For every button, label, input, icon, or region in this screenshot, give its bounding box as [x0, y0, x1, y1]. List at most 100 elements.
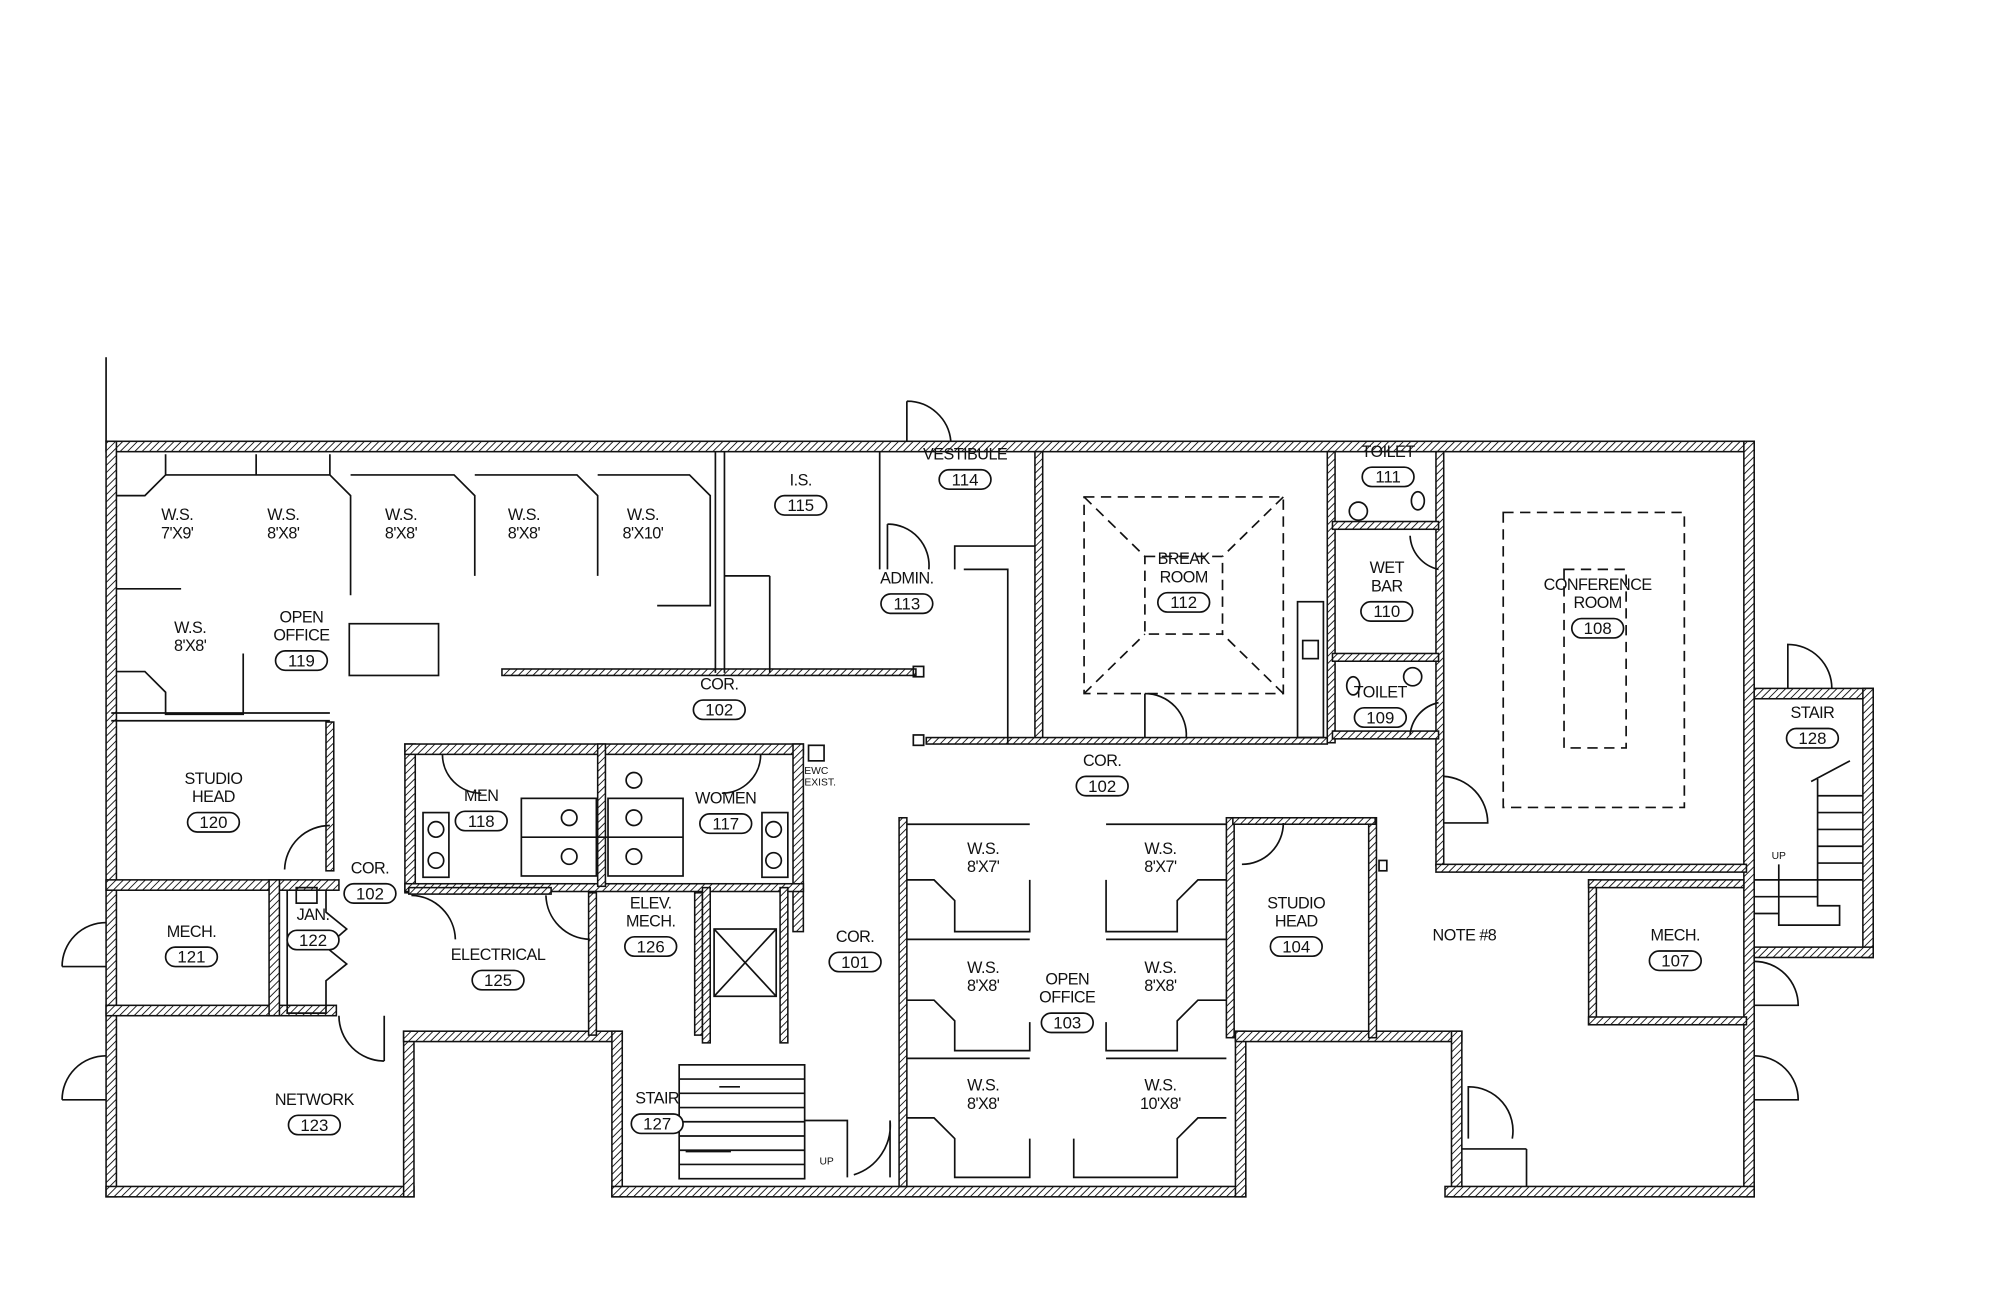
room-number: 120 — [199, 813, 227, 832]
room-number: 111 — [1375, 468, 1401, 487]
exterior-walls — [105, 357, 1874, 1198]
room-name: 8'X8' — [267, 524, 300, 542]
room-name: 8'X7' — [967, 858, 1000, 876]
room-name: STAIR — [635, 1090, 679, 1108]
room-name: 8'X8' — [967, 1095, 1000, 1113]
stair-127-treads — [678, 1064, 849, 1180]
room-number-tag — [1269, 935, 1323, 958]
room-number-tag — [623, 935, 678, 958]
room-label: W.S.10'X8' — [1140, 1077, 1182, 1113]
room-number: 118 — [468, 812, 495, 831]
room-name: W.S. — [1144, 840, 1176, 858]
room-name: NOTE #8 — [1433, 927, 1497, 945]
room-number: 101 — [841, 953, 869, 972]
room-number: 125 — [484, 971, 512, 990]
room-name: OFFICE — [1039, 989, 1096, 1007]
room-name: ROOM — [1574, 594, 1622, 612]
room-number-tag — [454, 810, 508, 832]
room-number-tag — [274, 650, 329, 672]
room-number: 126 — [637, 937, 665, 956]
room-label: W.S.7'X9' — [161, 506, 194, 542]
up-label-stair-128: UP — [1772, 851, 1786, 862]
room-label: W.S.8'X7' — [1144, 840, 1177, 876]
room-number-tag — [692, 699, 746, 721]
room-name: ELECTRICAL — [451, 946, 546, 964]
room-label: W.S.8'X8' — [385, 506, 418, 542]
room-name: COR. — [351, 859, 389, 877]
ewc-label: EWC — [804, 766, 829, 777]
room-number-tag — [1361, 466, 1415, 488]
room-name: 8'X8' — [967, 977, 1000, 995]
room-name: 7'X9' — [161, 524, 194, 542]
room-label: W.S.8'X8' — [267, 506, 300, 542]
room-label: COR.102 — [692, 676, 746, 721]
room-label: W.S.8'X8' — [174, 619, 207, 655]
room-name: NETWORK — [275, 1091, 355, 1109]
room-number-tag — [471, 969, 525, 991]
room-label: W.S.8'X8' — [508, 506, 541, 542]
room-name: 8'X7' — [1144, 858, 1177, 876]
room-number: 107 — [1661, 952, 1689, 971]
room-number-tag — [1785, 727, 1840, 749]
room-label: COR.102 — [1075, 752, 1129, 797]
room-label: I.S.115 — [774, 471, 828, 516]
room-name: W.S. — [967, 1077, 999, 1095]
room-name: HEAD — [192, 788, 235, 806]
room-name: W.S. — [627, 506, 659, 524]
room-number: 109 — [1366, 708, 1394, 727]
room-name: ADMIN. — [880, 570, 933, 588]
room-name: COR. — [836, 928, 874, 946]
room-name: OPEN — [280, 608, 324, 626]
room-label: ELEV.MECH.126 — [623, 894, 678, 958]
room-number: 114 — [952, 470, 979, 489]
room-number-tag — [1360, 600, 1414, 622]
room-number-tag — [1040, 1012, 1094, 1034]
room-number-tag — [1075, 775, 1129, 797]
room-number: 108 — [1584, 619, 1612, 638]
room-name: 10'X8' — [1140, 1095, 1181, 1113]
room-name: HEAD — [1275, 912, 1318, 930]
room-labels: W.S.7'X9'W.S.8'X8'W.S.8'X8'W.S.8'X8'W.S.… — [161, 443, 1840, 1136]
room-label: ELECTRICAL 125 — [451, 946, 546, 991]
room-name: STAIR — [1791, 704, 1835, 722]
room-label: COR. 102 — [343, 859, 397, 904]
room-label: MEN 118 — [454, 787, 508, 832]
room-name: W.S. — [267, 506, 299, 524]
room-label: ADMIN. 113 — [880, 570, 934, 615]
room-number-tag — [880, 593, 934, 615]
room-number: 113 — [893, 594, 920, 613]
room-label: COR. 101 — [828, 928, 882, 973]
room-number: 112 — [1170, 593, 1197, 612]
room-name: WOMEN — [695, 790, 756, 808]
room-name: MECH. — [167, 923, 216, 941]
room-name: I.S. — [790, 471, 812, 489]
room-name: W.S. — [161, 506, 193, 524]
room-label: JAN.122 — [286, 906, 340, 951]
room-number: 102 — [356, 884, 384, 903]
room-name: 8'X8' — [508, 524, 541, 542]
room-name: MEN — [464, 787, 498, 805]
room-number: 117 — [712, 814, 739, 833]
room-label: TOILET 109 — [1353, 683, 1408, 729]
room-name: MECH. — [626, 912, 675, 930]
room-name: ROOM — [1160, 568, 1208, 586]
room-number-tag — [1570, 617, 1625, 639]
room-number-tag — [938, 468, 992, 491]
room-number-tag — [1353, 706, 1408, 729]
room-name: TOILET — [1354, 683, 1408, 701]
room-label: W.S.8'X8' — [967, 959, 1000, 995]
room-label: W.S.8'X10' — [623, 506, 665, 542]
up-label-stair-127: UP — [819, 1156, 833, 1167]
interior-walls — [105, 450, 1748, 1188]
room-name: STUDIO — [184, 770, 242, 788]
room-number: 104 — [1282, 937, 1310, 956]
